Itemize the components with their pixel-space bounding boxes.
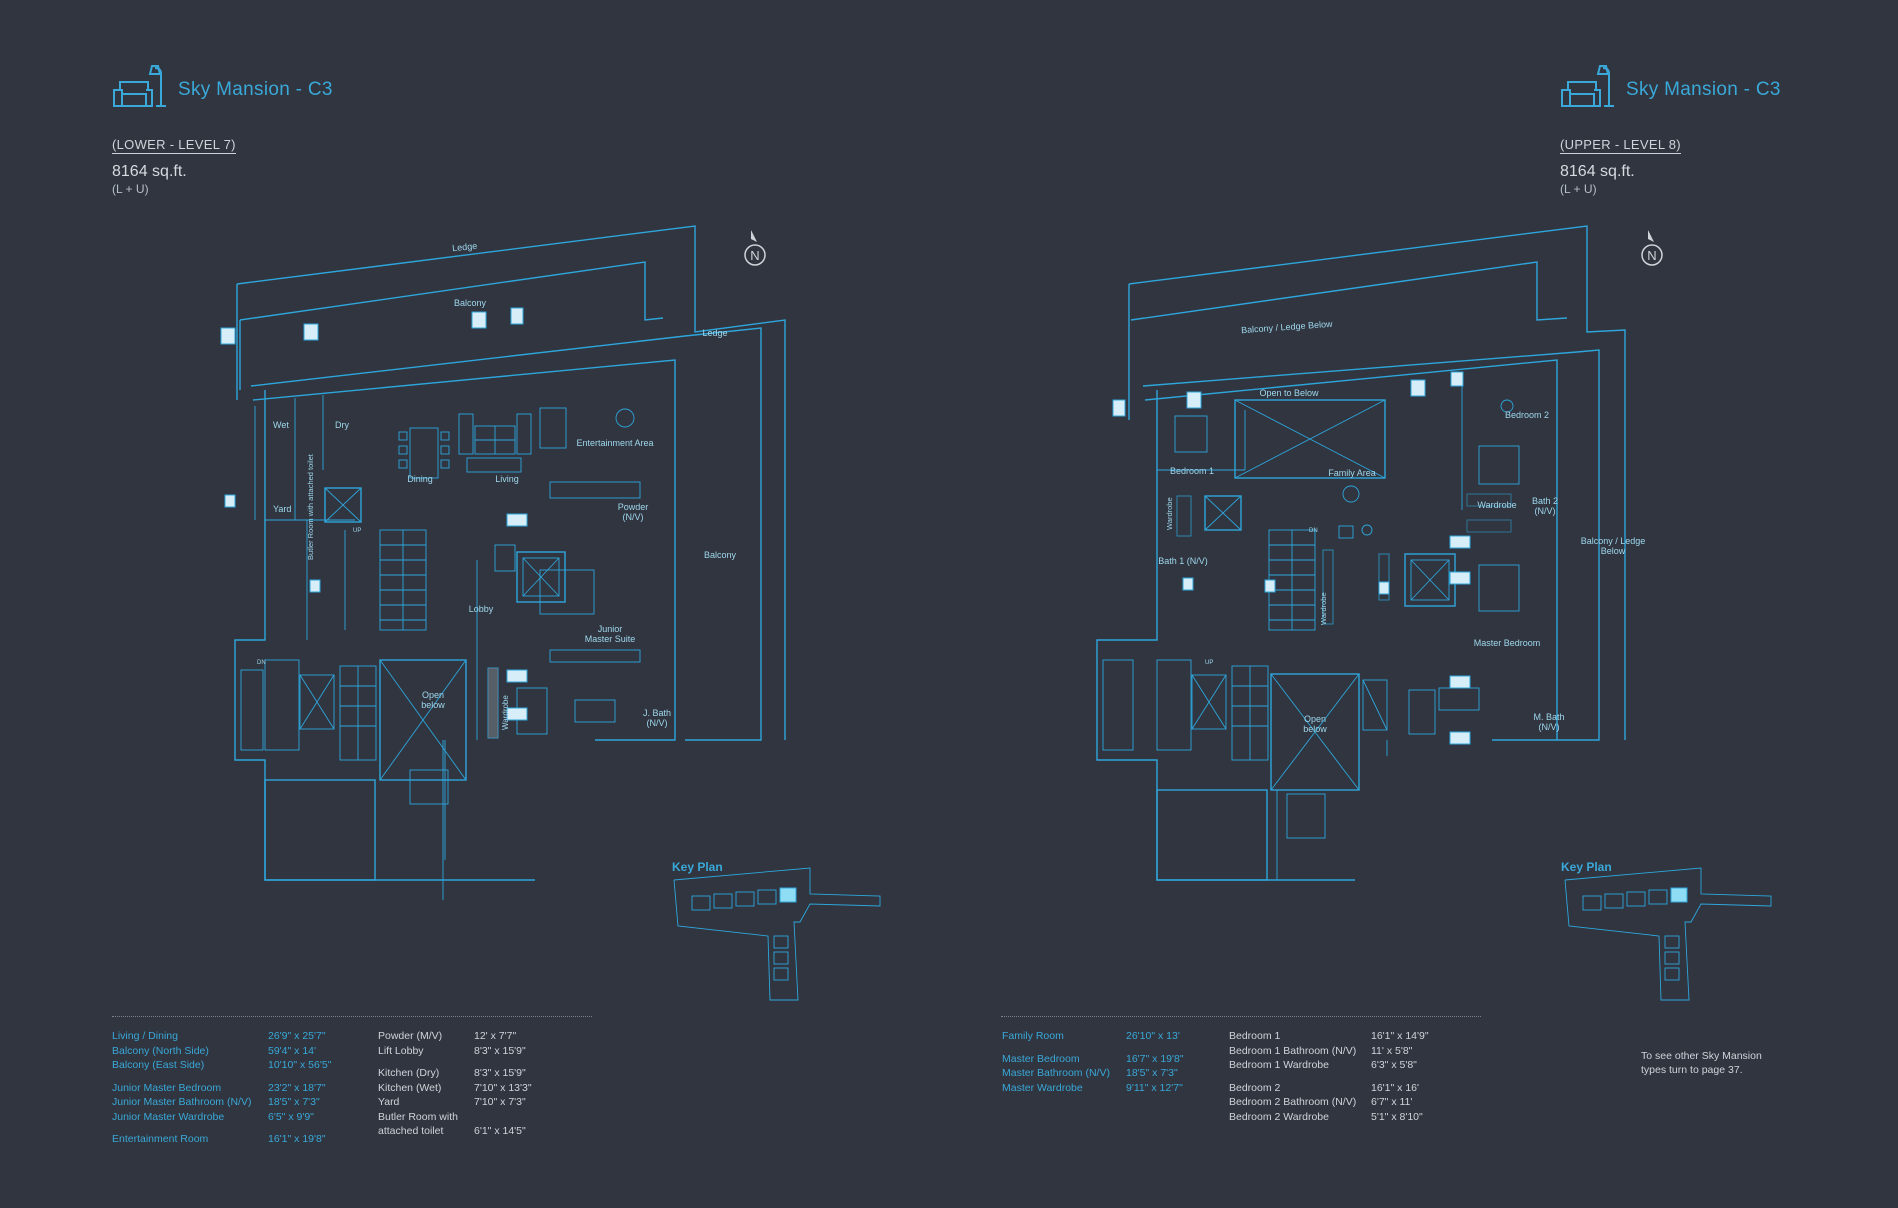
spec-row: Master Bathroom (N/V)18'5" x 7'3" xyxy=(1002,1067,1178,1079)
key-plan-label: Key Plan xyxy=(672,860,723,874)
room-label-lobby: Lobby xyxy=(469,604,494,614)
room-label-jbath: J. Bath xyxy=(643,708,671,718)
key-plan-label: Key Plan xyxy=(1561,860,1612,874)
room-label-powder-nv: (N/V) xyxy=(623,512,644,522)
room-label-wardrobe-a: Wardrobe xyxy=(1165,497,1174,530)
spec-row: Balcony (East Side)10'10" x 56'5" xyxy=(112,1059,332,1071)
room-label-wardrobe-c: Wardrobe xyxy=(1319,592,1328,625)
north-arrow-icon: N xyxy=(1641,230,1663,266)
room-label-mbath: M. Bath xyxy=(1533,712,1564,722)
floor-plan-lower: Ledge Balcony Ledge Wet Dry Dining Livin… xyxy=(220,225,786,900)
spec-row: Kitchen (Dry)8'3" x 15'9" xyxy=(378,1067,526,1079)
panel-header: Sky Mansion - C3 (UPPER - LEVEL 8) 8164 … xyxy=(1560,64,1781,196)
room-label-bedroom2: Bedroom 2 xyxy=(1505,410,1549,420)
spec-row: Bedroom 1 Bathroom (N/V)11' x 5'8" xyxy=(1229,1044,1413,1057)
room-label-bedroom1: Bedroom 1 xyxy=(1170,466,1214,476)
spec-row: Balcony (North Side)59'4" x 14' xyxy=(112,1044,317,1057)
room-label-open: Open xyxy=(1304,714,1326,724)
spec-row: Junior Master Bathroom (N/V)18'5" x 7'3" xyxy=(112,1096,320,1108)
room-label-balcony-right: Balcony xyxy=(704,550,737,560)
key-plan-diagram xyxy=(1564,867,1772,1001)
sofa-lamp-icon xyxy=(1560,64,1616,115)
room-label-balcony-top: Balcony xyxy=(454,298,487,308)
divider xyxy=(1001,1016,1481,1017)
stair-label-up: UP xyxy=(1205,660,1213,666)
area-note: (L + U) xyxy=(1560,182,1597,196)
room-label-ledge-right: Ledge xyxy=(702,328,727,338)
room-label-jbath-nv: (N/V) xyxy=(647,718,668,728)
room-label-wet: Wet xyxy=(273,420,289,430)
floor-plan-upper: Balcony / Ledge Below Open to Below Bedr… xyxy=(1096,225,1646,881)
room-label-family: Family Area xyxy=(1328,468,1376,478)
level-label: (LOWER - LEVEL 7) xyxy=(112,137,236,154)
room-label-master: Master Bedroom xyxy=(1474,638,1541,648)
plan-title: Sky Mansion - C3 xyxy=(1626,78,1781,100)
room-label-ledge-top: Ledge xyxy=(452,241,478,254)
floorplan-panel-upper: Sky Mansion - C3 (UPPER - LEVEL 8) 8164 … xyxy=(949,0,1898,1208)
room-label-butler: Butler Room with attached toilet xyxy=(306,453,315,560)
room-label-bath1: Bath 1 (N/V) xyxy=(1158,556,1208,566)
room-label-below: below xyxy=(421,700,445,710)
sofa-lamp-icon xyxy=(112,64,168,115)
level-label: (UPPER - LEVEL 8) xyxy=(1560,137,1681,154)
room-label-living: Living xyxy=(495,474,519,484)
plan-title: Sky Mansion - C3 xyxy=(178,78,333,100)
compass-letter: N xyxy=(750,248,759,263)
room-label-balcony-top: Balcony / Ledge Below xyxy=(1241,319,1334,335)
north-arrow-icon: N xyxy=(744,230,766,266)
room-label-entertainment: Entertainment Area xyxy=(576,438,653,448)
room-label-open: Open xyxy=(422,690,444,700)
room-label-open-to-below: Open to Below xyxy=(1259,388,1319,398)
room-label-dry: Dry xyxy=(335,420,349,430)
compass-letter: N xyxy=(1647,248,1656,263)
area-note: (L + U) xyxy=(112,182,149,196)
spec-row: Powder (M/V)12' x 7'7" xyxy=(378,1030,517,1042)
spec-row: Kitchen (Wet)7'10" x 13'3" xyxy=(378,1081,532,1094)
divider xyxy=(112,1016,592,1017)
room-label-dining: Dining xyxy=(407,474,433,484)
room-label-below: below xyxy=(1303,724,1327,734)
room-label-powder: Powder xyxy=(618,502,649,512)
room-label-balcony-right: Balcony / Ledge xyxy=(1581,536,1646,546)
room-label-bath2-nv: (N/V) xyxy=(1535,506,1556,516)
spec-row: Bedroom 2 Bathroom (N/V)6'7" x 11' xyxy=(1229,1096,1413,1108)
spec-row: Butler Room with xyxy=(378,1110,458,1123)
room-label-wardrobe-b: Wardrobe xyxy=(1477,500,1516,510)
room-label-yard: Yard xyxy=(273,504,291,514)
room-label-bath2: Bath 2 xyxy=(1532,496,1558,506)
key-plan-diagram xyxy=(673,867,881,1001)
area-value: 8164 sq.ft. xyxy=(1560,163,1635,180)
stair-label-up: UP xyxy=(353,528,361,534)
room-label-balcony-right-below: Below xyxy=(1601,546,1626,556)
stair-label-dn: DN xyxy=(257,660,266,666)
page-reference-note: To see other Sky Mansion types turn to p… xyxy=(1641,1050,1762,1076)
area-value: 8164 sq.ft. xyxy=(112,163,187,180)
room-label-mbath-nv: (N/V) xyxy=(1539,722,1560,732)
stair-label-dn: DN xyxy=(1309,528,1318,534)
room-label-master-suite: Master Suite xyxy=(585,634,636,644)
floorplan-panel-lower: Sky Mansion - C3 (LOWER - LEVEL 7) 8164 … xyxy=(112,64,881,1147)
room-label-wardrobe: Wardrobe xyxy=(501,695,510,730)
room-label-junior: Junior xyxy=(598,624,623,634)
panel-header: Sky Mansion - C3 (LOWER - LEVEL 7) 8164 … xyxy=(112,64,333,196)
